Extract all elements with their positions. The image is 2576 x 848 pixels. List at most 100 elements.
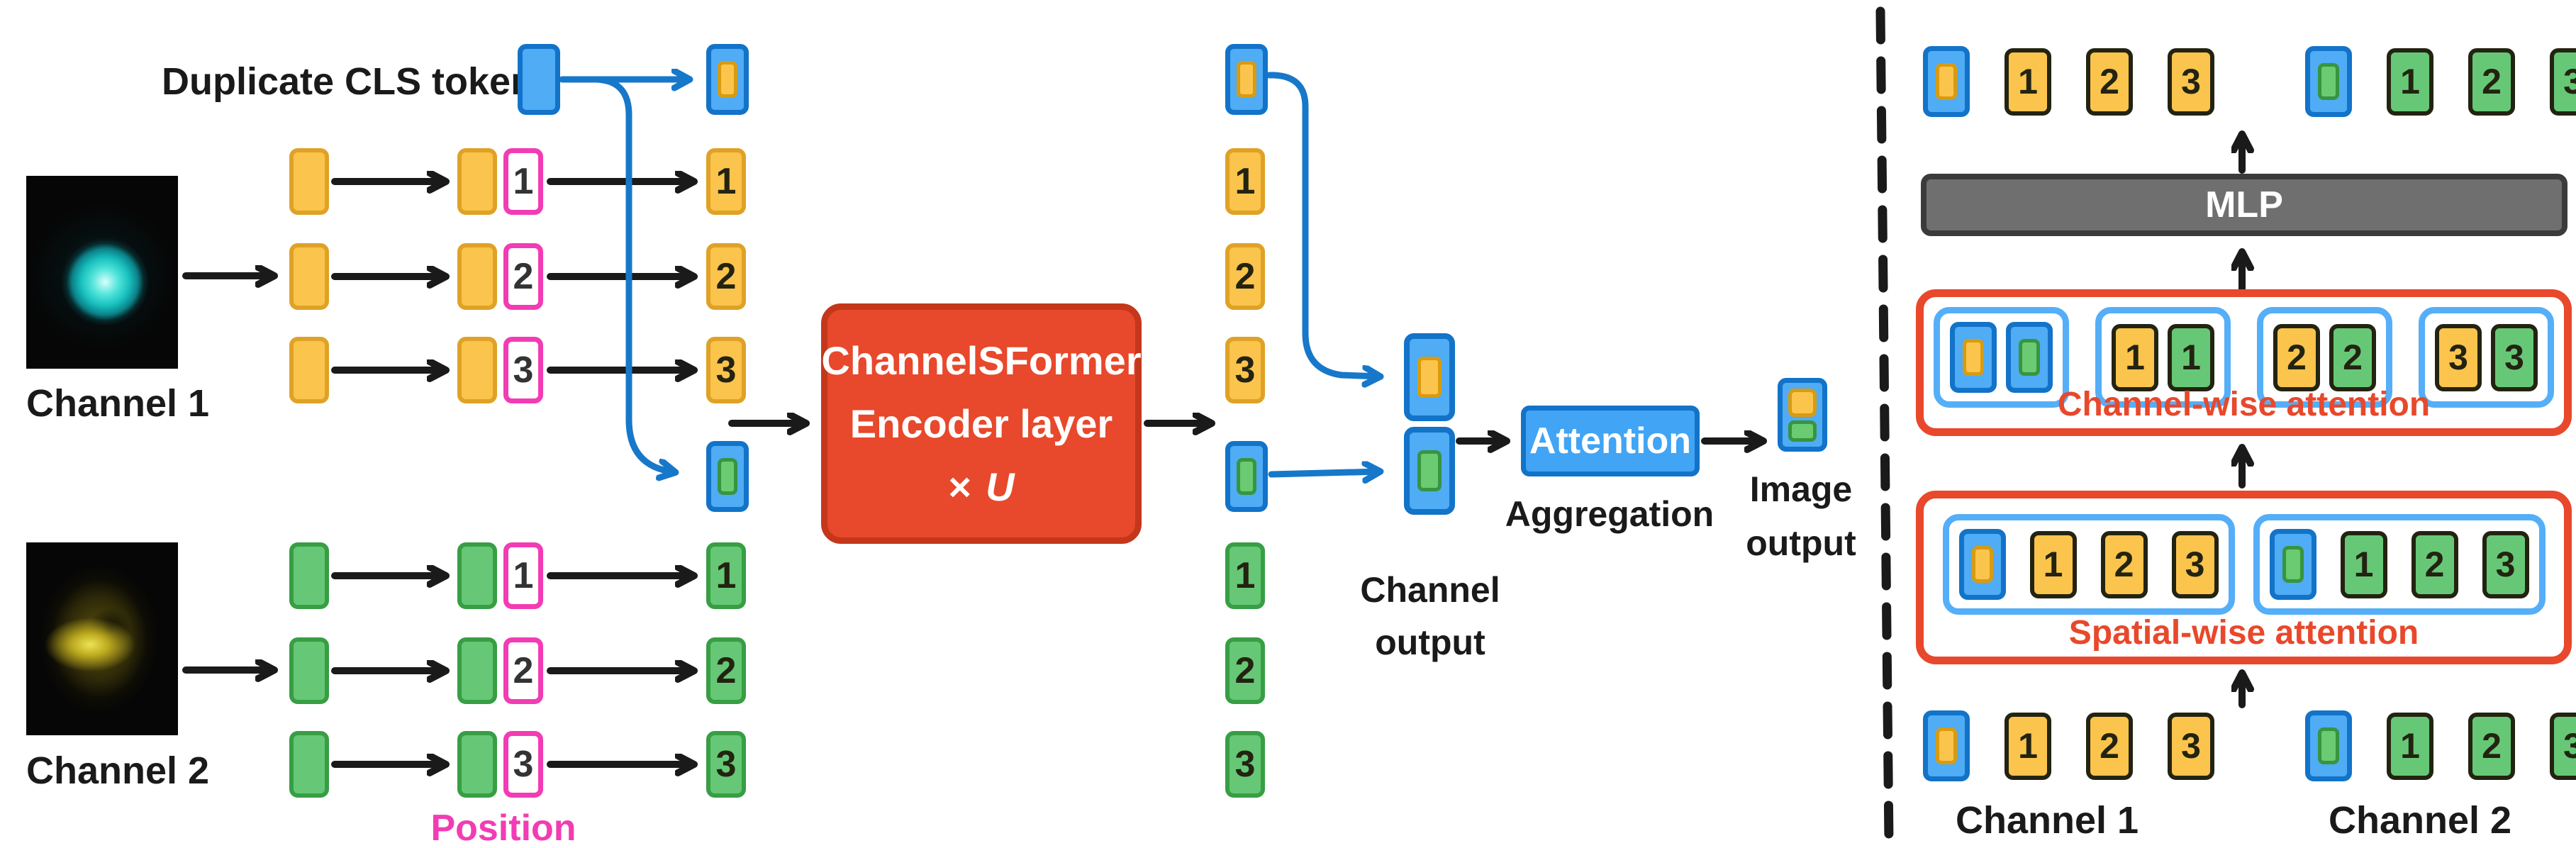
- cw-token: 1: [2112, 323, 2158, 391]
- sw-ch1-cls: [1958, 529, 2006, 600]
- rt-ch2-cls-inner: [2318, 63, 2339, 100]
- cw-token: 3: [2491, 323, 2538, 391]
- channel1-label: Channel 1: [26, 382, 210, 425]
- rb-ch2-cls-token: [2305, 710, 2352, 781]
- ch2-output-token: 1: [1225, 542, 1265, 609]
- aggregation-label: Aggregation: [1505, 494, 1714, 534]
- ch1-cls-inner: [718, 61, 737, 98]
- ch2-embedded-token: [457, 731, 497, 798]
- rt-ch2-token: 2: [2468, 48, 2515, 116]
- attention-aggregation-block: Attention: [1521, 406, 1700, 476]
- row-gap: [2249, 78, 2270, 85]
- rb-ch2-token: 2: [2468, 712, 2515, 780]
- cls-token-source: [518, 44, 560, 115]
- rb-ch2-token: 3: [2550, 712, 2576, 780]
- sw-ch2-token: 1: [2340, 530, 2387, 598]
- spatial-wise-attention-label: Spatial-wise attention: [2068, 614, 2419, 652]
- encoder-title-line1: ChannelSFormer: [821, 338, 1142, 383]
- image-output-label-line2: output: [1746, 523, 1856, 563]
- sw-ch1-token: 3: [2171, 530, 2219, 598]
- row-gap: [2249, 742, 2270, 749]
- channel-wise-attention-box: 1 1 2 2 3 3 Channel-wise attention: [1916, 289, 2572, 436]
- ch1-patch-token: [289, 337, 329, 403]
- rb-ch2-token: 1: [2387, 712, 2433, 780]
- encoder-repeat-line: × U: [948, 464, 1014, 510]
- channel1-output-inner: [1417, 357, 1442, 398]
- image-output-green-inner: [1788, 420, 1817, 442]
- ch1-positioned-token: 1: [706, 148, 746, 215]
- right-channel1-label: Channel 1: [1955, 799, 2139, 842]
- image-output-label-line1: Image: [1749, 469, 1853, 509]
- sw-ch2-cls-inner: [2282, 546, 2304, 583]
- position-embedding-label: Position embedding: [430, 808, 576, 848]
- channel2-label: Channel 2: [26, 749, 210, 792]
- mlp-block: MLP: [1921, 174, 2567, 236]
- cw-ch2-cls: [2006, 322, 2053, 393]
- position-embedding-box: 2: [503, 637, 543, 704]
- channel-output-label-line2: output: [1375, 623, 1485, 662]
- ch2-embedded-token: [457, 542, 497, 609]
- image-output-yellow-inner: [1788, 388, 1817, 417]
- cw-group-3: 3 3: [2419, 307, 2554, 408]
- position-embedding-box: 3: [503, 337, 543, 403]
- ch1-positioned-token: 3: [706, 337, 746, 403]
- sw-ch1-token: 2: [2100, 530, 2148, 598]
- encoder-block: ChannelSFormer Encoder layer × U: [821, 303, 1142, 544]
- ch2-cls-output-token: [1225, 441, 1268, 512]
- ch1-embedded-token: [457, 337, 497, 403]
- channel2-output-token: [1404, 427, 1455, 515]
- channel2-cell-image: [26, 542, 178, 735]
- channel1-output-token: [1404, 333, 1455, 421]
- rb-ch1-cls-inner: [1936, 727, 1957, 764]
- rt-ch1-token: 1: [2005, 48, 2051, 116]
- channel-wise-groups: 1 1 2 2 3 3: [1934, 307, 2554, 408]
- ch2-patch-token: [289, 542, 329, 609]
- rt-ch2-cls-token: [2305, 46, 2352, 117]
- repeat-count: U: [986, 464, 1015, 509]
- ch2-cls-token: [706, 441, 749, 512]
- right-bottom-token-row: 1 2 3 1 2 3: [1923, 710, 2576, 781]
- sw-ch1-cls-inner: [1971, 546, 1993, 583]
- channel-output-label: Channel output: [1324, 564, 1537, 669]
- ch2-cls-output-inner: [1237, 458, 1256, 495]
- ch1-output-token: 3: [1225, 337, 1265, 403]
- times-sign: ×: [948, 464, 972, 509]
- ch1-patch-token: [289, 243, 329, 310]
- rb-ch1-token: 1: [2005, 712, 2051, 780]
- cw-group-2: 2 2: [2257, 307, 2392, 408]
- rt-ch1-cls-inner: [1936, 63, 1957, 100]
- rt-ch1-cls-token: [1923, 46, 1970, 117]
- rb-ch1-token: 2: [2086, 712, 2133, 780]
- sw-ch2-cls: [2269, 529, 2316, 600]
- sw-ch2-token: 2: [2411, 530, 2458, 598]
- spatial-wise-attention-box: 1 2 3 1 2 3 Spatial-wise attention: [1916, 491, 2572, 664]
- ch2-positioned-token: 2: [706, 637, 746, 704]
- panel-divider-dashed-line: [1875, 6, 1894, 847]
- image-output-label: Image output: [1716, 462, 1886, 570]
- ch1-cls-output-inner: [1237, 61, 1256, 98]
- image-output-token: [1778, 378, 1827, 452]
- ch2-cls-inner: [718, 458, 737, 495]
- right-channel2-label: Channel 2: [2328, 799, 2512, 842]
- position-embedding-box: 2: [503, 243, 543, 310]
- ch2-positioned-token: 3: [706, 731, 746, 798]
- cw-ch1-cls-inner: [1963, 339, 1984, 376]
- rt-ch2-token: 3: [2550, 48, 2576, 116]
- rb-ch1-cls-token: [1923, 710, 1970, 781]
- rt-ch1-token: 2: [2086, 48, 2133, 116]
- position-embedding-box: 1: [503, 148, 543, 215]
- sw-ch2-token: 3: [2482, 530, 2529, 598]
- rt-ch1-token: 3: [2168, 48, 2214, 116]
- ch1-output-token: 1: [1225, 148, 1265, 215]
- cw-token: 2: [2329, 323, 2376, 391]
- sw-group-ch2: 1 2 3: [2253, 514, 2546, 615]
- ch1-patch-token: [289, 148, 329, 215]
- rb-ch2-cls-inner: [2318, 727, 2339, 764]
- ch2-patch-token: [289, 637, 329, 704]
- cw-group-cls: [1934, 307, 2069, 408]
- encoder-title-line2: Encoder layer: [849, 401, 1113, 446]
- cw-ch2-cls-inner: [2019, 339, 2040, 376]
- spatial-wise-groups: 1 2 3 1 2 3: [1941, 514, 2547, 615]
- ch1-positioned-token: 2: [706, 243, 746, 310]
